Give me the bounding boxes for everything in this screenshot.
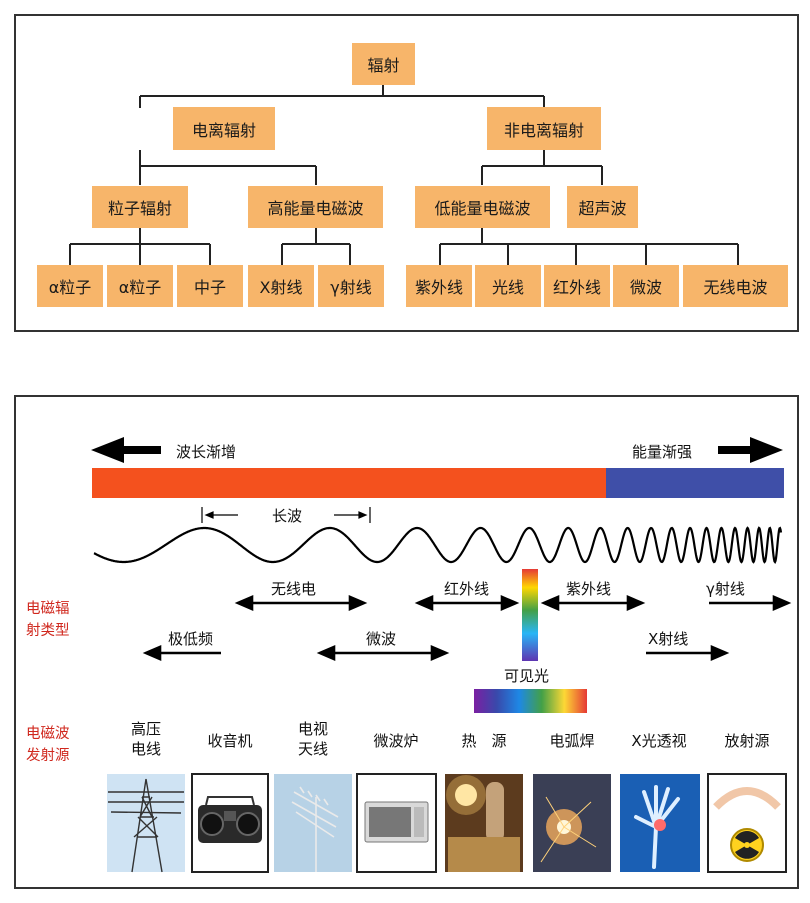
em-wave bbox=[93, 526, 783, 565]
wavelength-arrow-icon bbox=[91, 437, 161, 463]
type-visible-light-label: 可见光 bbox=[504, 667, 550, 685]
radio-thumb bbox=[191, 773, 269, 873]
wavelength-increasing-label: 波长渐增 bbox=[176, 443, 237, 461]
node-radiation: 辐射 bbox=[352, 43, 415, 85]
leaf-x-ray: X射线 bbox=[248, 265, 314, 307]
leaf-alpha-particle-2: α粒子 bbox=[107, 265, 173, 307]
source-power-line-label: 高压电线 bbox=[130, 720, 161, 758]
leaf-alpha-particle-1: α粒子 bbox=[37, 265, 103, 307]
radioactive-source-thumb bbox=[707, 773, 787, 873]
classification-tree-panel: 辐射 电离辐射 非电离辐射 粒子辐射 高能量电磁波 低能量电磁波 超声波 α粒子… bbox=[14, 14, 799, 332]
node-particle-radiation: 粒子辐射 bbox=[92, 186, 188, 228]
type-gamma-label: γ射线 bbox=[706, 580, 745, 598]
node-low-energy-em-wave: 低能量电磁波 bbox=[415, 186, 550, 228]
x-ray-thumb bbox=[620, 774, 700, 872]
type-elf-label: 极低频 bbox=[168, 630, 214, 648]
type-infrared-label: 红外线 bbox=[444, 580, 490, 598]
em-wave-source-label: 电磁波 发射源 bbox=[26, 726, 70, 764]
leaf-radio-wave: 无线电波 bbox=[683, 265, 788, 307]
long-wave-label: 长波 bbox=[272, 507, 303, 525]
type-radio-label: 无线电 bbox=[271, 580, 317, 598]
type-ultraviolet-label: 紫外线 bbox=[566, 580, 612, 598]
leaf-light: 光线 bbox=[475, 265, 541, 307]
node-non-ionizing-radiation: 非电离辐射 bbox=[487, 107, 601, 150]
source-radioactive-label: 放射源 bbox=[724, 732, 770, 750]
visible-light-band bbox=[522, 569, 538, 661]
long-wave-bar bbox=[92, 468, 606, 498]
energy-increasing-label: 能量渐强 bbox=[632, 443, 693, 461]
heat-source-thumb bbox=[445, 774, 523, 872]
source-arc-welding-label: 电弧焊 bbox=[549, 732, 595, 750]
visible-spectrum-strip bbox=[474, 689, 587, 713]
source-radio-label: 收音机 bbox=[207, 732, 253, 750]
leaf-neutron: 中子 bbox=[177, 265, 243, 307]
short-wave-bar bbox=[606, 468, 784, 498]
energy-arrow-icon bbox=[718, 437, 783, 463]
arc-welding-thumb bbox=[533, 774, 611, 872]
tree-connectors bbox=[69, 84, 739, 265]
node-ultrasound: 超声波 bbox=[567, 186, 638, 228]
leaf-ultraviolet: 紫外线 bbox=[406, 265, 472, 307]
type-microwave-label: 微波 bbox=[366, 630, 397, 648]
source-tv-antenna-label: 电视天线 bbox=[297, 720, 328, 758]
em-spectrum-panel: 波长渐增 能量渐强 长波 电磁辐 射类型 电磁波 发射源 无线电 红外线 紫外线… bbox=[14, 395, 799, 889]
em-radiation-type-label: 电磁辐 射类型 bbox=[26, 601, 70, 639]
tv-antenna-thumb bbox=[274, 774, 352, 872]
source-microwave-oven-label: 微波炉 bbox=[373, 732, 419, 750]
source-x-ray-label: X光透视 bbox=[631, 732, 687, 750]
power-line-thumb bbox=[107, 774, 185, 873]
node-high-energy-em-wave: 高能量电磁波 bbox=[248, 186, 383, 228]
node-ionizing-radiation: 电离辐射 bbox=[173, 107, 275, 150]
leaf-gamma-ray: γ射线 bbox=[318, 265, 384, 307]
leaf-infrared: 红外线 bbox=[544, 265, 610, 307]
leaf-microwave: 微波 bbox=[613, 265, 679, 307]
source-heat-label: 热 源 bbox=[461, 732, 507, 750]
spectrum-graphics bbox=[91, 437, 792, 873]
microwave-oven-thumb bbox=[356, 773, 437, 873]
type-xray-label: X射线 bbox=[648, 630, 689, 648]
